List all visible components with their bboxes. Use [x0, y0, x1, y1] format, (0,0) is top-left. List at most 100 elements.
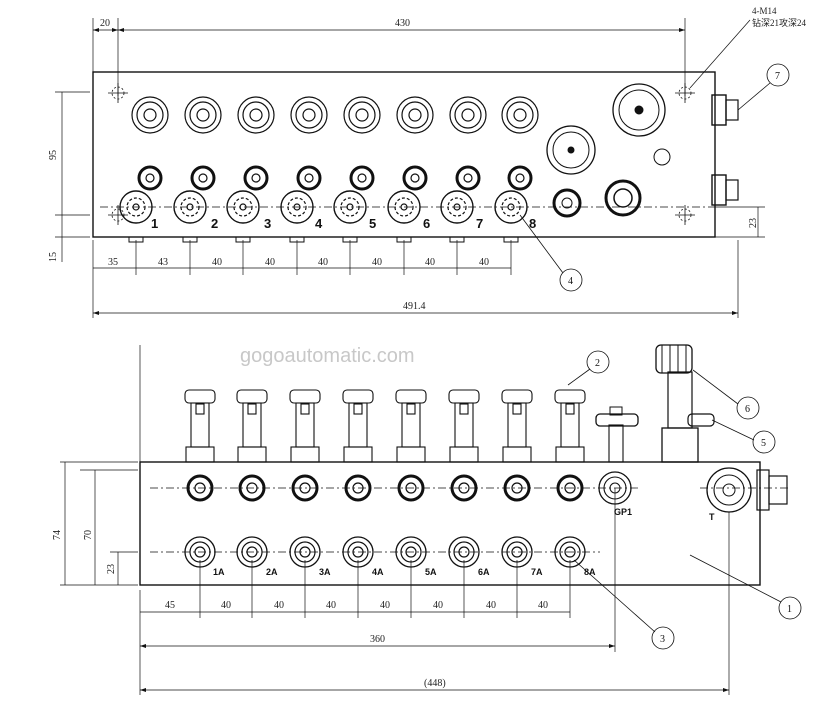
port-label: 8	[529, 216, 536, 231]
upper-fitting	[131, 96, 169, 134]
upper-fitting-core	[196, 108, 210, 122]
balloon-5: 5	[761, 438, 766, 449]
a-port	[289, 536, 321, 568]
valve-window	[512, 403, 522, 415]
valve-cap	[501, 389, 533, 404]
valve-window	[406, 403, 416, 415]
bottom-tab	[503, 236, 519, 243]
middle-plug-core	[410, 173, 420, 183]
callout-balloons	[519, 63, 802, 650]
dim-23-top: 23	[748, 218, 759, 228]
upper-fitting-core	[461, 108, 475, 122]
valve-stem	[507, 402, 527, 448]
middle-plug-core	[304, 173, 314, 183]
valve-stem	[560, 402, 580, 448]
valve-base	[343, 446, 373, 463]
bottom-tab	[128, 236, 144, 243]
valve-cap	[184, 389, 216, 404]
valve-base	[449, 446, 479, 463]
upper-fitting	[184, 96, 222, 134]
lower-port-thread	[447, 197, 467, 217]
valve-stem	[454, 402, 474, 448]
hole-note-line1: 4-M14	[752, 6, 777, 16]
t-label: T	[709, 512, 715, 522]
dim-40-b: 40	[265, 257, 275, 268]
a-port-ring	[189, 541, 211, 563]
a-port-label: 3A	[319, 567, 331, 577]
upper-fitting-ring	[295, 101, 323, 129]
a-port-label: 1A	[213, 567, 225, 577]
balloon-3: 3	[660, 634, 665, 645]
middle-plug	[402, 165, 428, 191]
front-plug	[556, 474, 584, 502]
a-port-label: 7A	[531, 567, 543, 577]
a-port-ring	[453, 541, 475, 563]
lower-port-thread	[394, 197, 414, 217]
lower-port-core	[293, 203, 301, 211]
lower-port	[119, 190, 153, 224]
lower-port	[173, 190, 207, 224]
upper-fitting-core	[513, 108, 527, 122]
a-port-ring	[400, 541, 422, 563]
upper-fitting-core	[302, 108, 316, 122]
lower-port	[280, 190, 314, 224]
lower-port-thread	[287, 197, 307, 217]
valve-window	[565, 403, 575, 415]
bottom-tab	[342, 236, 358, 243]
gp1-label: GP1	[614, 507, 632, 517]
valve-window	[195, 403, 205, 415]
bottom-tab	[449, 236, 465, 243]
bottom-tab	[235, 236, 251, 243]
valve-window	[300, 403, 310, 415]
middle-plug-core	[515, 173, 525, 183]
valve-stem	[348, 402, 368, 448]
middle-plug	[243, 165, 269, 191]
front-plug	[291, 474, 319, 502]
a-port-core	[246, 546, 258, 558]
a-port	[448, 536, 480, 568]
middle-plug-core	[357, 173, 367, 183]
a-port-core	[405, 546, 417, 558]
a-port-label: 5A	[425, 567, 437, 577]
upper-fitting	[501, 96, 539, 134]
lower-port-core	[453, 203, 461, 211]
dim-95: 95	[48, 150, 59, 160]
upper-fitting-ring	[506, 101, 534, 129]
valve-cap	[554, 389, 586, 404]
balloon-2: 2	[595, 358, 600, 369]
a-port-core	[564, 546, 576, 558]
a-port-core	[511, 546, 523, 558]
valve-base	[185, 446, 215, 463]
a-port-label: 6A	[478, 567, 490, 577]
valve-cap	[236, 389, 268, 404]
lower-port-core	[507, 203, 515, 211]
middle-plug	[190, 165, 216, 191]
a-port	[184, 536, 216, 568]
dim-40-h: 40	[274, 600, 284, 611]
a-port	[395, 536, 427, 568]
bottom-tab	[396, 236, 412, 243]
a-port	[342, 536, 374, 568]
upper-fitting-ring	[242, 101, 270, 129]
valve-cap	[448, 389, 480, 404]
front-plug-core	[405, 482, 417, 494]
dim-40-c: 40	[318, 257, 328, 268]
a-port-core	[194, 546, 206, 558]
dim-40-f: 40	[479, 257, 489, 268]
valve-stem	[401, 402, 421, 448]
a-port-ring	[241, 541, 263, 563]
port-label: 1	[151, 216, 158, 231]
front-plug	[503, 474, 531, 502]
lower-port-core	[346, 203, 354, 211]
bottom-tab	[289, 236, 305, 243]
a-port-ring	[347, 541, 369, 563]
a-port-ring	[294, 541, 316, 563]
dim-35: 35	[108, 257, 118, 268]
front-plug-core	[299, 482, 311, 494]
lower-port-thread	[501, 197, 521, 217]
upper-fitting-ring	[189, 101, 217, 129]
dim-448: (448)	[424, 678, 446, 689]
dim-40-j: 40	[380, 600, 390, 611]
top-view	[55, 18, 765, 318]
dim-40-d: 40	[372, 257, 382, 268]
